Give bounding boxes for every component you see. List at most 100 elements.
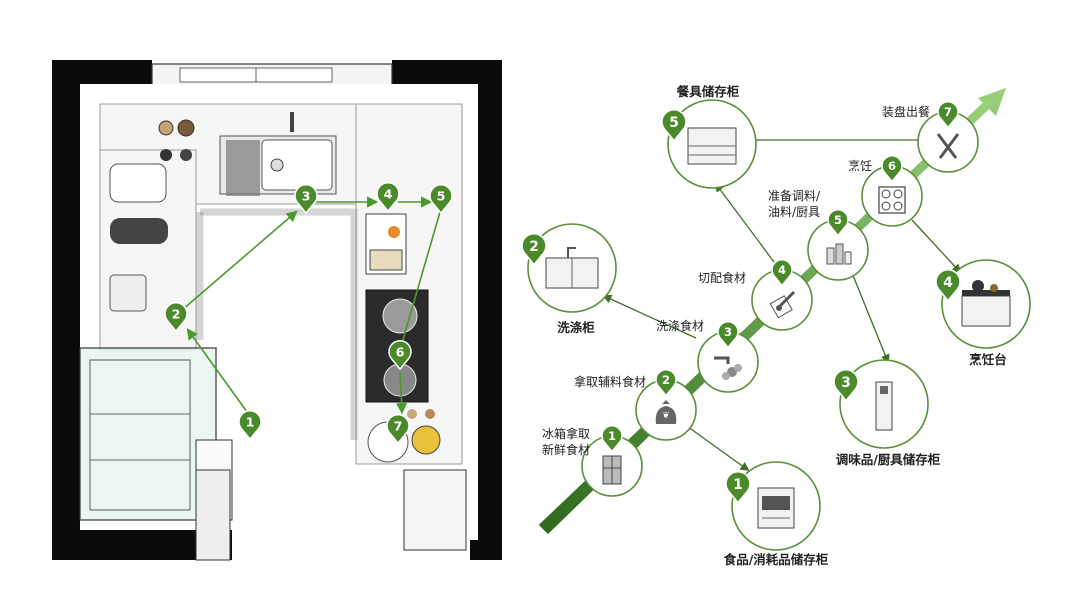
cabinet-4-badge: 4 [935, 269, 961, 302]
arrow-step3-to-cab2 [602, 294, 697, 339]
cabinet-5: 5 餐具储存柜 [661, 84, 757, 189]
plan-marker-2: 2 [164, 301, 188, 333]
step-7-label: 装盘出餐 [882, 104, 930, 119]
step-1-badge: 1 [601, 424, 623, 453]
plan-marker-2-number: 2 [172, 307, 181, 322]
plan-marker-4: 4 [376, 181, 400, 213]
bottom-cabinet [195, 469, 231, 561]
coffee-machine [109, 163, 167, 203]
step-5-label: 油料/厨具 [768, 205, 820, 219]
plan-marker-7: 7 [386, 413, 410, 445]
plan-marker-6-number: 6 [396, 345, 405, 360]
cabinet-3: 3 调味品/厨具储存柜 [833, 359, 941, 467]
step-2-label: 拿取辅料食材 [574, 374, 646, 389]
plan-flow [181, 196, 441, 417]
step-5-label: 准备调料/ [768, 189, 821, 203]
step-3-badge: 3 [717, 320, 739, 349]
cabinet-4: 4 烹饪台 [935, 259, 1031, 367]
step-5-badge: 5 [827, 208, 849, 237]
step-3-label: 洗涤食材 [656, 318, 704, 333]
bottom-wall-right [470, 540, 502, 560]
left-wall [52, 60, 80, 560]
bottles-icon [826, 243, 852, 265]
kitchen-floorplan: 1 2 3 4 5 6 7 [52, 60, 502, 561]
arrow-step1-to-cab1 [683, 423, 750, 472]
plan-marker-3-number: 3 [302, 189, 311, 204]
workflow-step-4: 4 切配食材 [698, 258, 813, 331]
step-4-label: 切配食材 [698, 270, 746, 285]
workflow-step-6: 6 烹饪 [848, 154, 923, 227]
cabinet-1: 1 食品/消耗品储存柜 [723, 461, 829, 567]
cabinet-3-badge: 3 [833, 369, 859, 402]
knife-board-icon [769, 290, 796, 319]
fridge-icon [602, 455, 622, 485]
cooktop-cabinet-icon [961, 280, 1011, 327]
step-6-badge-number: 6 [888, 159, 896, 173]
step-1-label: 新鲜食材 [542, 442, 590, 457]
workflow-step-3: 3 洗涤食材 [656, 318, 759, 393]
cabinet-1-badge: 1 [725, 471, 751, 504]
workflow-step-5: 5 准备调料/油料/厨具 [768, 189, 869, 281]
svg-text:❦: ❦ [662, 411, 670, 421]
step-7-badge: 7 [937, 100, 959, 129]
stove-icon [878, 186, 906, 214]
step-6-badge: 6 [881, 154, 903, 183]
faucet-icon [714, 356, 742, 380]
arrow-step6-to-cab4 [911, 219, 962, 274]
cutlery-icon [936, 133, 960, 159]
step-6-label: 烹饪 [848, 158, 872, 173]
right-counter [355, 103, 463, 465]
step-4-badge: 4 [771, 258, 793, 287]
workflow-step-2: ❦ 2 拿取辅料食材 [574, 368, 697, 441]
tall-pullout-icon [875, 381, 893, 431]
right-wall [478, 60, 502, 560]
step-1-label: 冰箱拿取 [542, 426, 590, 441]
bag-icon: ❦ [655, 400, 677, 424]
plan-marker-1-number: 1 [246, 415, 255, 430]
jars [158, 119, 195, 161]
cabinet-4-badge-number: 4 [943, 275, 953, 291]
cabinet-3-label: 调味品/厨具储存柜 [836, 452, 941, 467]
cabinet-2-badge-number: 2 [529, 239, 539, 255]
cabinet-1-label: 食品/消耗品储存柜 [723, 552, 829, 567]
step-2-badge-number: 2 [662, 373, 670, 387]
plan-marker-4-number: 4 [384, 187, 393, 202]
step-2-badge: 2 [655, 368, 677, 397]
sink-cabinet-icon [545, 247, 599, 289]
step-4-badge-number: 4 [778, 263, 786, 277]
connector-arrows [602, 135, 962, 472]
toaster [109, 274, 147, 312]
cooktop [365, 289, 429, 403]
cabinet-2-label: 洗涤柜 [557, 320, 595, 335]
cabinet-2-badge: 2 [521, 233, 547, 266]
cabinet-5-badge: 5 [661, 109, 687, 142]
step-3-badge-number: 3 [724, 325, 732, 339]
arrow-step4-to-cab5 [714, 182, 775, 263]
cabinet-5-label: 餐具储存柜 [676, 84, 740, 99]
right-door [403, 469, 467, 551]
step-5-badge-number: 5 [834, 213, 842, 227]
cabinet-5-badge-number: 5 [669, 115, 679, 131]
oven-cabinet-icon [757, 487, 795, 529]
plan-marker-6: 6 [388, 339, 412, 371]
plan-marker-5-number: 5 [437, 189, 446, 204]
cabinet-1-badge-number: 1 [733, 477, 743, 493]
plan-marker-3: 3 [294, 183, 318, 215]
counter-edge [200, 208, 358, 440]
cabinet-3-badge-number: 3 [841, 375, 851, 391]
step-7-badge-number: 7 [944, 105, 952, 119]
plan-marker-1: 1 [238, 409, 262, 441]
drawer-cabinet-icon [687, 127, 737, 165]
step-1-badge-number: 1 [608, 429, 616, 443]
cutting-board [365, 213, 407, 275]
cabinet-4-label: 烹饪台 [969, 352, 1007, 367]
cabinet-2: 2 洗涤柜 [521, 223, 617, 335]
plan-marker-7-number: 7 [394, 419, 403, 434]
plan-marker-5: 5 [429, 183, 453, 215]
top-wall-left [52, 60, 152, 84]
blender [110, 218, 168, 244]
sink [219, 112, 337, 196]
workflow-step-7: 7 装盘出餐 [882, 100, 979, 173]
